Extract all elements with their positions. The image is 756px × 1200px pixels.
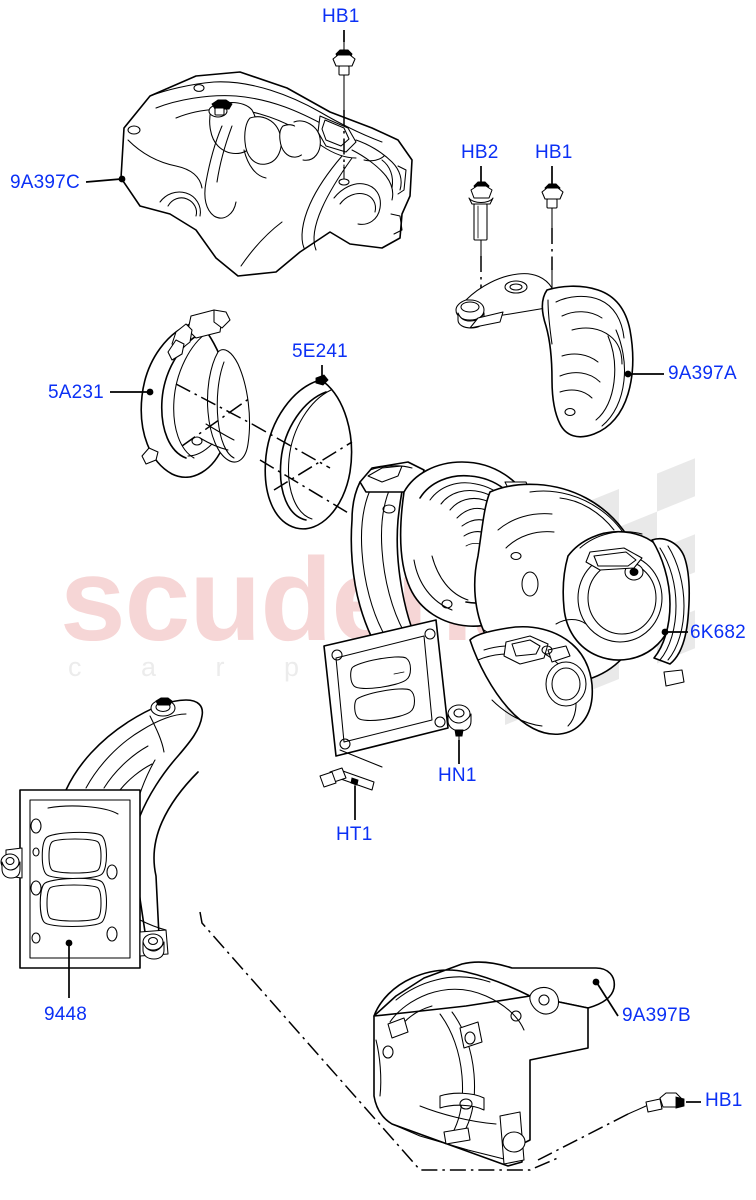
callout-HB1-right[interactable]: HB1 xyxy=(535,142,573,184)
callout-label: HB1 xyxy=(322,6,360,27)
assembly-axis-lines xyxy=(175,383,561,1171)
callout-HB1-bottom[interactable]: HB1 xyxy=(686,1090,743,1111)
callout-5E241[interactable]: 5E241 xyxy=(292,341,348,378)
callout-label: 9448 xyxy=(44,1004,87,1025)
callout-HN1[interactable]: HN1 xyxy=(438,740,477,786)
callout-9A397A[interactable]: 9A397A xyxy=(624,363,737,384)
callout-HB1-top[interactable]: HB1 xyxy=(322,6,360,42)
part-9A397A-heat-shield xyxy=(455,273,634,438)
callout-HT1[interactable]: HT1 xyxy=(336,786,373,845)
part-manifold-flange-plate-center xyxy=(323,619,449,757)
callout-label: 9A397C xyxy=(10,172,80,193)
fastener-HB2 xyxy=(468,171,494,306)
part-5A231-v-band-clamp xyxy=(140,309,251,479)
callout-label: HN1 xyxy=(438,765,477,786)
callout-6K682[interactable]: 6K682 xyxy=(661,622,746,643)
callout-9448[interactable]: 9448 xyxy=(44,939,87,1025)
callout-9A397C[interactable]: 9A397C xyxy=(10,172,126,193)
callout-5A231[interactable]: 5A231 xyxy=(48,382,154,403)
fastener-HB1-top xyxy=(332,33,356,186)
callout-label: 9A397A xyxy=(668,363,737,384)
fastener-HB1-bottom xyxy=(537,1092,685,1161)
callout-label: HT1 xyxy=(336,824,373,845)
callout-9A397B[interactable]: 9A397B xyxy=(592,978,691,1200)
callout-label: 5E241 xyxy=(292,341,348,362)
part-9448-manifold-gasket xyxy=(0,697,204,969)
callout-label: 6K682 xyxy=(690,622,746,643)
callout-label: HB1 xyxy=(705,1090,743,1111)
fastener-HT1-stud xyxy=(319,749,383,819)
part-5E241-o-ring xyxy=(264,374,353,530)
part-6K682-turbocharger xyxy=(350,461,690,735)
callout-label: 9A397B xyxy=(622,1005,691,1026)
part-9A397B-heat-shield-lower xyxy=(373,961,616,1167)
callout-label: HB1 xyxy=(535,142,573,163)
part-9A397C-heat-shield-upper xyxy=(120,71,413,277)
fastener-HB1-right xyxy=(541,171,564,289)
callout-label: 5A231 xyxy=(48,382,104,403)
callout-label: HB2 xyxy=(461,142,499,163)
callout-HB2[interactable]: HB2 xyxy=(461,142,499,182)
